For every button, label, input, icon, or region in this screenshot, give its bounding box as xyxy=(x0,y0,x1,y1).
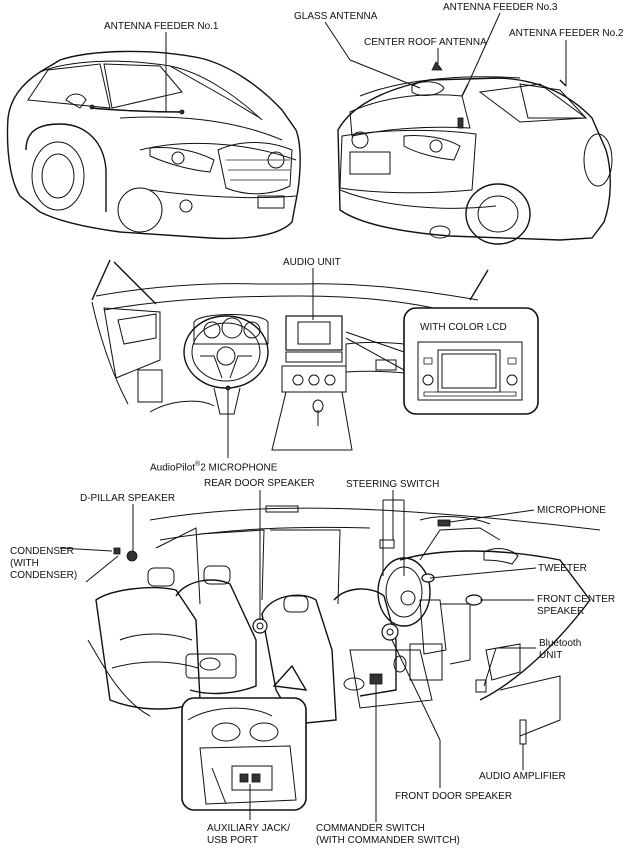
label-antenna-feeder-2: ANTENNA FEEDER No.2 xyxy=(509,28,624,39)
condenser-line-2: (WITH xyxy=(10,558,39,569)
label-front-center-speaker: FRONT CENTER SPEAKER xyxy=(537,594,615,618)
label-audio-amplifier: AUDIO AMPLIFIER xyxy=(479,771,566,782)
label-glass-antenna: GLASS ANTENNA xyxy=(294,11,378,22)
aux-line-2: USB PORT xyxy=(207,835,258,846)
label-bluetooth-unit: Bluetooth UNIT xyxy=(539,638,581,662)
label-center-roof-antenna: CENTER ROOF ANTENNA xyxy=(364,37,487,48)
aux-usb-inset xyxy=(181,664,308,811)
label-antenna-feeder-3: ANTENNA FEEDER No.3 xyxy=(443,2,558,13)
label-steering-switch: STEERING SWITCH xyxy=(346,479,440,490)
leader-lines xyxy=(59,12,567,822)
commander-line-2: (WITH COMMANDER SWITCH) xyxy=(316,835,460,846)
label-front-door-speaker: FRONT DOOR SPEAKER xyxy=(395,791,513,802)
label-aux-usb: AUXILIARY JACK/ USB PORT xyxy=(207,823,290,847)
label-audio-unit: AUDIO UNIT xyxy=(283,257,341,268)
label-audiopilot-microphone: AudioPilot®2 MICROPHONE xyxy=(150,459,277,473)
label-condenser: CONDENSER (WITH CONDENSER) xyxy=(10,546,77,582)
commander-line-1: COMMANDER SWITCH xyxy=(316,823,425,834)
condenser-line-1: CONDENSER xyxy=(10,546,74,557)
label-d-pillar-speaker: D-PILLAR SPEAKER xyxy=(80,493,176,504)
front-center-line-2: SPEAKER xyxy=(537,606,585,617)
label-antenna-feeder-1: ANTENNA FEEDER No.1 xyxy=(104,21,219,32)
condenser-line-3: CONDENSER) xyxy=(10,570,78,581)
label-with-color-lcd: WITH COLOR LCD xyxy=(420,322,507,333)
aux-line-1: AUXILIARY JACK/ xyxy=(207,823,290,834)
front-car-illustration xyxy=(6,50,301,240)
color-lcd-inset xyxy=(403,307,539,415)
audiopilot-suffix-text: 2 MICROPHONE xyxy=(200,462,278,474)
interior-illustration xyxy=(87,505,601,745)
bluetooth-line-1: Bluetooth xyxy=(539,638,582,649)
audiopilot-text: AudioPilot xyxy=(150,462,196,474)
label-microphone: MICROPHONE xyxy=(537,505,606,516)
label-commander-switch: COMMANDER SWITCH (WITH COMMANDER SWITCH) xyxy=(316,823,460,847)
label-tweeter: TWEETER xyxy=(538,563,587,574)
bluetooth-line-2: UNIT xyxy=(539,650,563,661)
registered-mark: ® xyxy=(195,461,201,468)
rear-car-illustration xyxy=(337,61,613,245)
front-center-line-1: FRONT CENTER xyxy=(537,594,616,605)
dashboard-illustration xyxy=(91,259,489,451)
label-rear-door-speaker: REAR DOOR SPEAKER xyxy=(204,478,315,489)
